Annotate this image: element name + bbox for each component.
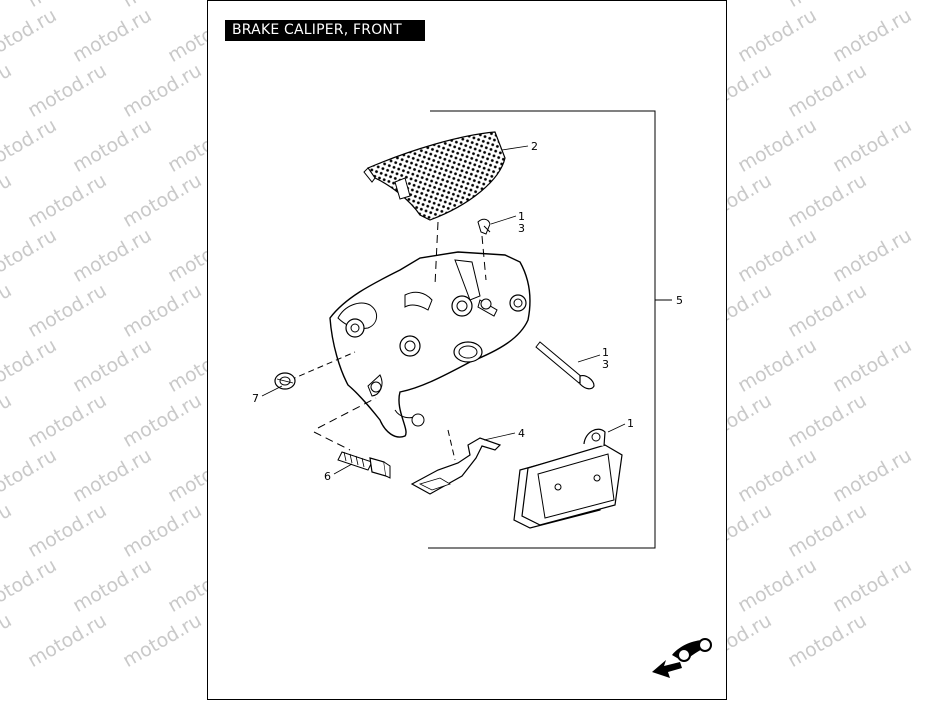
brake-pads-part [513,428,623,529]
motorcycle-direction-icon [652,638,712,678]
page-title: BRAKE CALIPER, FRONT [225,20,425,41]
callout-3-pin: 3 [602,358,609,371]
pad-spring-part [410,437,502,495]
mounting-bolt-part [337,451,391,479]
callout-1-top: 1 [518,210,525,223]
caliper-body-part [329,251,531,438]
callout-2: 2 [531,140,538,153]
callout-1-pads: 1 [627,417,634,430]
assembly-bracket [428,110,656,549]
washer-part [274,372,296,390]
callout-7: 7 [252,392,259,405]
callout-6: 6 [324,470,331,483]
callout-1-pin: 1 [602,346,609,359]
callout-5: 5 [676,294,683,307]
callout-3-top: 3 [518,222,525,235]
caliper-cover-part [363,131,506,221]
pad-retaining-pin [535,341,595,390]
pad-pin-clip [477,218,491,235]
callout-4: 4 [518,427,525,440]
